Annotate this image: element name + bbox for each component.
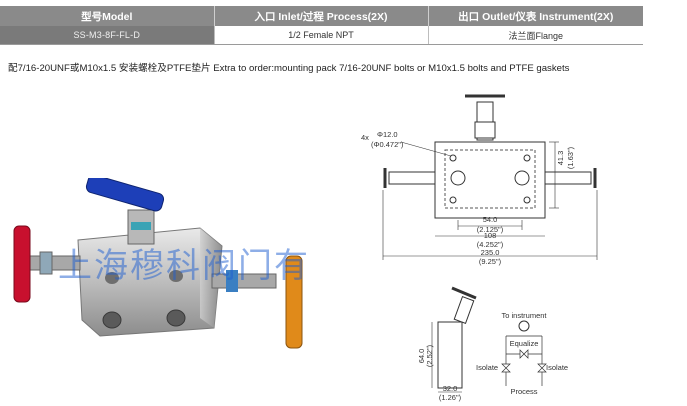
dimension-drawing: 4x Φ12.0 (Φ0.472") 41.3 (1.63") 54.0 (2.…	[361, 94, 598, 266]
height-in: (1.63")	[566, 146, 575, 169]
process-label: Process	[510, 387, 537, 396]
blue-handle	[85, 178, 165, 212]
equalize-label: Equalize	[510, 339, 539, 348]
valve-photo	[13, 178, 303, 349]
header-inlet: 入口 Inlet/过程 Process(2X)	[214, 6, 429, 26]
dim2-mm: 108	[484, 231, 497, 240]
table-header-row: 型号Model 入口 Inlet/过程 Process(2X) 出口 Outle…	[0, 6, 643, 26]
dim1-in: (2.125")	[477, 225, 504, 234]
side-width-mm: 32.0	[443, 384, 458, 393]
side-height-mm: 64.0	[417, 349, 426, 364]
dim3-mm: 235.0	[481, 248, 500, 257]
side-width-in: (1.26")	[439, 393, 462, 402]
red-handle	[13, 225, 31, 303]
side-view-and-schematic: 64.0 (2.52") 32.0 (1.26") To instrument …	[417, 286, 568, 402]
cell-model: SS-M3-8F-FL-D	[0, 26, 215, 45]
dim3-in: (9.25")	[479, 257, 502, 266]
orange-handle	[285, 255, 303, 349]
hole-count-label: 4x	[361, 133, 369, 142]
side-height-in: (2.52")	[425, 344, 434, 367]
dim1-mm: 54.0	[483, 215, 498, 224]
hole-dia-in: (Φ0.472")	[371, 140, 404, 149]
isolate-left-label: Isolate	[476, 363, 498, 372]
hole-dia-mm: Φ12.0	[377, 130, 398, 139]
table-row: SS-M3-8F-FL-D 1/2 Female NPT 法兰面Flange	[0, 26, 643, 45]
watermark: 上海穆科阀门有	[58, 246, 310, 286]
dim2-in: (4.252")	[477, 240, 504, 249]
spec-table: 型号Model 入口 Inlet/过程 Process(2X) 出口 Outle…	[0, 6, 643, 45]
header-model: 型号Model	[0, 6, 215, 26]
header-outlet: 出口 Outlet/仪表 Instrument(2X)	[428, 6, 643, 26]
isolate-right-label: Isolate	[546, 363, 568, 372]
cell-inlet: 1/2 Female NPT	[214, 26, 429, 45]
height-mm: 41.3	[556, 151, 565, 166]
order-note: 配7/16-20UNF或M10x1.5 安装螺栓及PTFE垫片 Extra to…	[8, 63, 570, 74]
cell-outlet: 法兰面Flange	[428, 26, 643, 45]
to-instrument-label: To instrument	[501, 311, 547, 320]
